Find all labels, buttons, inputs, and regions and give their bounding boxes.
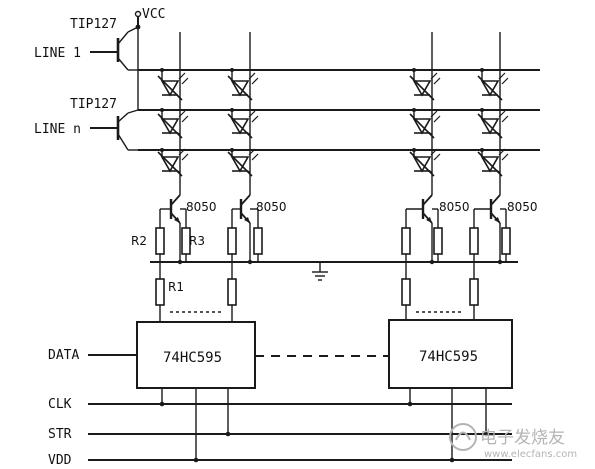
tip127-label-top: TIP127 — [70, 17, 117, 32]
led-r2-c2 — [227, 108, 259, 139]
led-r3-c2 — [227, 148, 259, 177]
r1-label: R1 — [168, 280, 184, 294]
bias-resistors — [155, 208, 511, 262]
led-r3-c3 — [409, 148, 441, 177]
led-r2-c1 — [157, 108, 189, 139]
tip127-label-bottom: TIP127 — [70, 97, 117, 112]
r3-label: R3 — [189, 234, 205, 248]
led-r1-c2 — [227, 68, 259, 101]
tip127-transistor-n — [90, 112, 138, 151]
led-r2-c3 — [409, 108, 441, 139]
shift-register-1 — [136, 321, 256, 389]
vcc-rail — [127, 10, 142, 114]
led-r3-c1 — [157, 148, 189, 177]
linen-label: LINE n — [34, 122, 81, 137]
npn-label-3: 8050 — [439, 200, 470, 214]
led-r1-c1 — [157, 68, 189, 101]
led-r1-c4 — [477, 68, 509, 101]
vcc-label: VCC — [142, 7, 165, 22]
watermark-logo-icon — [449, 423, 477, 451]
chip-label-2: 74HC595 — [419, 349, 478, 365]
watermark-brand: 电子发烧友 — [480, 428, 565, 448]
column-lines — [179, 32, 501, 185]
row-lines — [138, 69, 540, 151]
r2-label: R2 — [131, 234, 147, 248]
ground-bus — [150, 259, 518, 265]
watermark-url: www.elecfans.com — [484, 449, 577, 460]
data-label: DATA — [48, 348, 79, 363]
led-r2-c4 — [477, 108, 509, 139]
npn-label-2: 8050 — [256, 200, 287, 214]
bus-taps — [159, 388, 489, 463]
led-matrix — [157, 68, 509, 177]
npn-label-1: 8050 — [186, 200, 217, 214]
watermark: 电子发烧友 www.elecfans.com — [449, 423, 577, 460]
shift-register-2 — [388, 319, 513, 389]
led-r1-c3 — [409, 68, 441, 101]
tip127-transistor-1 — [90, 31, 138, 71]
chip-label-1: 74HC595 — [163, 350, 222, 366]
ground-icon — [312, 262, 328, 281]
npn-label-4: 8050 — [507, 200, 538, 214]
r1-resistors — [155, 278, 479, 322]
vdd-label: VDD — [48, 453, 72, 468]
clk-label: CLK — [48, 397, 72, 412]
led-r3-c4 — [477, 148, 509, 177]
str-label: STR — [48, 427, 72, 442]
line1-label: LINE 1 — [34, 46, 81, 61]
